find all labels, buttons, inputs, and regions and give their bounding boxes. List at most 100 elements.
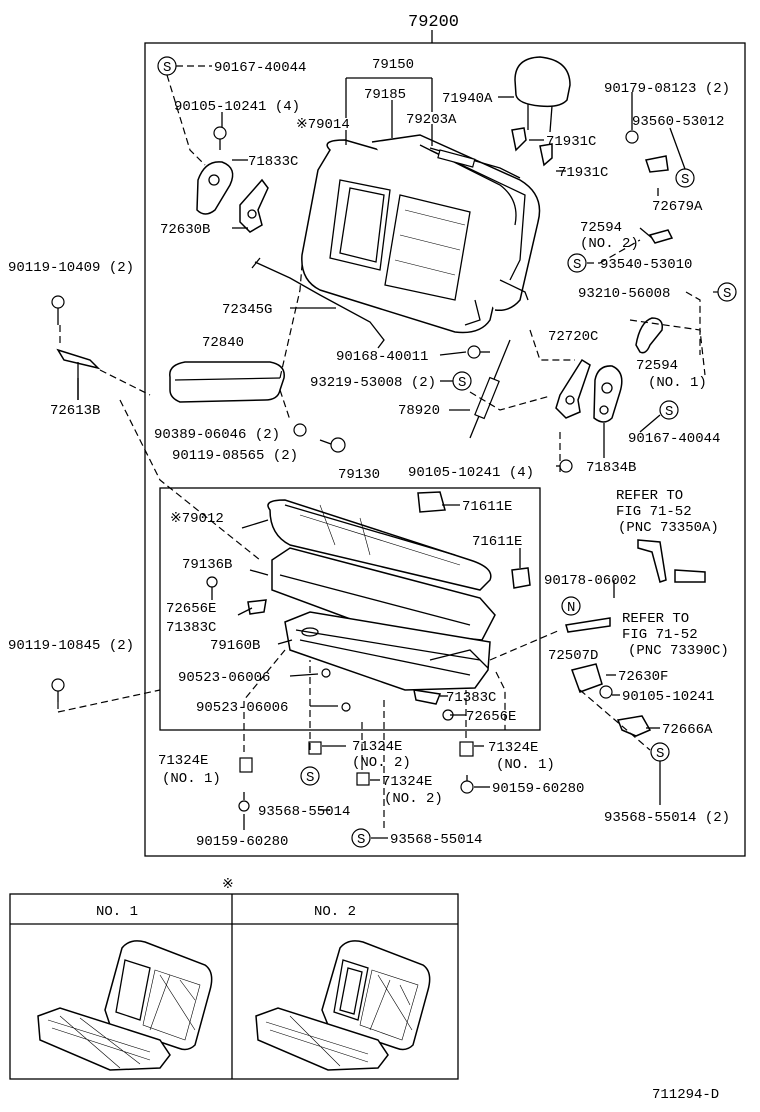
bolts bbox=[51, 126, 639, 812]
label-72507d: 72507D bbox=[548, 648, 598, 664]
label-90105-10241-mid: 90105-10241 (4) bbox=[408, 465, 534, 481]
variant-col2-header: NO. 2 bbox=[314, 904, 356, 920]
hinge-left bbox=[196, 161, 269, 233]
label-79130: 79130 bbox=[338, 467, 380, 483]
label-71940a: 71940A bbox=[442, 91, 493, 107]
label-71834b: 71834B bbox=[586, 460, 636, 476]
headrest bbox=[514, 56, 571, 133]
label-90167-40044-r: 90167-40044 bbox=[628, 431, 720, 447]
label-90389-06046: 90389-06046 (2) bbox=[154, 427, 280, 443]
hinge-right bbox=[555, 358, 623, 423]
label-79150: 79150 bbox=[372, 57, 414, 73]
label-79136b: 79136B bbox=[182, 557, 232, 573]
svg-text:S: S bbox=[458, 375, 466, 391]
svg-text:S: S bbox=[163, 60, 171, 76]
label-72630b: 72630B bbox=[160, 222, 210, 238]
label-refer2-b: FIG 71-52 bbox=[622, 627, 698, 643]
label-93568-55014-c: 93568-55014 bbox=[258, 804, 350, 820]
label-90119-10409: 90119-10409 (2) bbox=[8, 260, 134, 276]
svg-text:S: S bbox=[306, 770, 314, 786]
diagram-id: 711294-D bbox=[652, 1087, 719, 1103]
label-71931c-a: 71931C bbox=[546, 134, 596, 150]
label-79012: ※79012 bbox=[170, 511, 224, 527]
label-90105-10241-top: 90105-10241 (4) bbox=[174, 99, 300, 115]
variant-no1-seat bbox=[37, 940, 213, 1071]
label-refer2-a: REFER TO bbox=[622, 611, 689, 627]
label-71931c-b: 71931C bbox=[558, 165, 608, 181]
label-90159-60280-l: 90159-60280 bbox=[196, 834, 288, 850]
label-71383c-b: 71383C bbox=[446, 690, 496, 706]
assembly-number: 79200 bbox=[408, 13, 459, 32]
label-79160b: 79160B bbox=[210, 638, 260, 654]
part-labels: 90167-40044 79150 79185 ※79014 79203A 71… bbox=[8, 57, 730, 850]
label-72613b: 72613B bbox=[50, 403, 100, 419]
label-78920: 78920 bbox=[398, 403, 440, 419]
label-90119-10845: 90119-10845 (2) bbox=[8, 638, 134, 654]
label-93540-53010: 93540-53010 bbox=[600, 257, 692, 273]
variant-col1-header: NO. 1 bbox=[96, 904, 138, 920]
label-72666a: 72666A bbox=[662, 722, 713, 738]
label-72594-no1-sub: (NO. 1) bbox=[648, 375, 707, 391]
variant-mark: ※ bbox=[222, 877, 234, 893]
svg-text:S: S bbox=[656, 746, 664, 762]
label-79014: ※79014 bbox=[296, 117, 350, 133]
label-71383c-a: 71383C bbox=[166, 620, 216, 636]
svg-text:S: S bbox=[573, 257, 581, 273]
label-71324e-c2: 71324E bbox=[382, 774, 432, 790]
label-refer1-c: (PNC 73350A) bbox=[618, 520, 719, 536]
seat-cushion bbox=[267, 499, 496, 691]
label-72594-no1: 72594 bbox=[636, 358, 678, 374]
label-72720c: 72720C bbox=[548, 329, 598, 345]
label-72594-no2: 72594 bbox=[580, 220, 622, 236]
label-72345g: 72345G bbox=[222, 302, 272, 318]
label-93210-56008: 93210-56008 bbox=[578, 286, 670, 302]
label-90159-60280-r: 90159-60280 bbox=[492, 781, 584, 797]
label-71833c: 71833C bbox=[248, 154, 298, 170]
label-79185: 79185 bbox=[364, 87, 406, 103]
label-71324e-r: 71324E bbox=[488, 740, 538, 756]
label-refer1-b: FIG 71-52 bbox=[616, 504, 692, 520]
svg-text:S: S bbox=[681, 172, 689, 188]
label-90105-10241-r: 90105-10241 bbox=[622, 689, 714, 705]
label-72656e-a: 72656E bbox=[166, 601, 216, 617]
label-90523-06006-a: 90523-06006 bbox=[178, 670, 270, 686]
variant-table: ※ NO. 1 NO. 2 bbox=[9, 877, 459, 1080]
label-90179-08123: 90179-08123 (2) bbox=[604, 81, 730, 97]
label-71324e-c2-sub: (NO. 2) bbox=[384, 791, 443, 807]
label-79203a: 79203A bbox=[406, 112, 457, 128]
label-71324e-l-sub: (NO. 1) bbox=[162, 771, 221, 787]
label-93560-53012: 93560-53012 bbox=[632, 114, 724, 130]
svg-text:N: N bbox=[567, 600, 575, 616]
label-72679a: 72679A bbox=[652, 199, 703, 215]
label-93219-53008: 93219-53008 (2) bbox=[310, 375, 436, 391]
label-93568-55014-r: 93568-55014 (2) bbox=[604, 810, 730, 826]
label-72656e-b: 72656E bbox=[466, 709, 516, 725]
label-90167-40044-top: 90167-40044 bbox=[214, 60, 306, 76]
n-symbol bbox=[561, 596, 581, 616]
armrest bbox=[169, 361, 285, 403]
label-71611e-b: 71611E bbox=[472, 534, 522, 550]
label-72594-no2-sub: (NO. 2) bbox=[580, 236, 639, 252]
svg-text:S: S bbox=[665, 404, 673, 420]
label-90523-06006-b: 90523-06006 bbox=[196, 700, 288, 716]
svg-text:S: S bbox=[357, 832, 365, 848]
cushion-frame bbox=[159, 487, 541, 731]
label-90119-08565: 90119-08565 (2) bbox=[172, 448, 298, 464]
s-symbols: S S S S S S S S S N bbox=[157, 56, 737, 848]
label-72840: 72840 bbox=[202, 335, 244, 351]
svg-text:S: S bbox=[723, 286, 731, 302]
label-71611e-a: 71611E bbox=[462, 499, 512, 515]
variant-no2-seat bbox=[255, 940, 431, 1071]
label-71324e-c1: 71324E bbox=[352, 739, 402, 755]
leader-lines bbox=[57, 65, 718, 839]
label-71324e-c1-sub: (NO. 2) bbox=[352, 755, 411, 771]
label-71324e-l: 71324E bbox=[158, 753, 208, 769]
label-refer2-c: (PNC 73390C) bbox=[628, 643, 729, 659]
label-refer1-a: REFER TO bbox=[616, 488, 683, 504]
label-90168-40011: 90168-40011 bbox=[336, 349, 428, 365]
cable-72345g bbox=[254, 261, 385, 349]
seatback-assembly bbox=[301, 134, 541, 334]
label-93568-55014-b: 93568-55014 bbox=[390, 832, 482, 848]
label-72630f: 72630F bbox=[618, 669, 668, 685]
